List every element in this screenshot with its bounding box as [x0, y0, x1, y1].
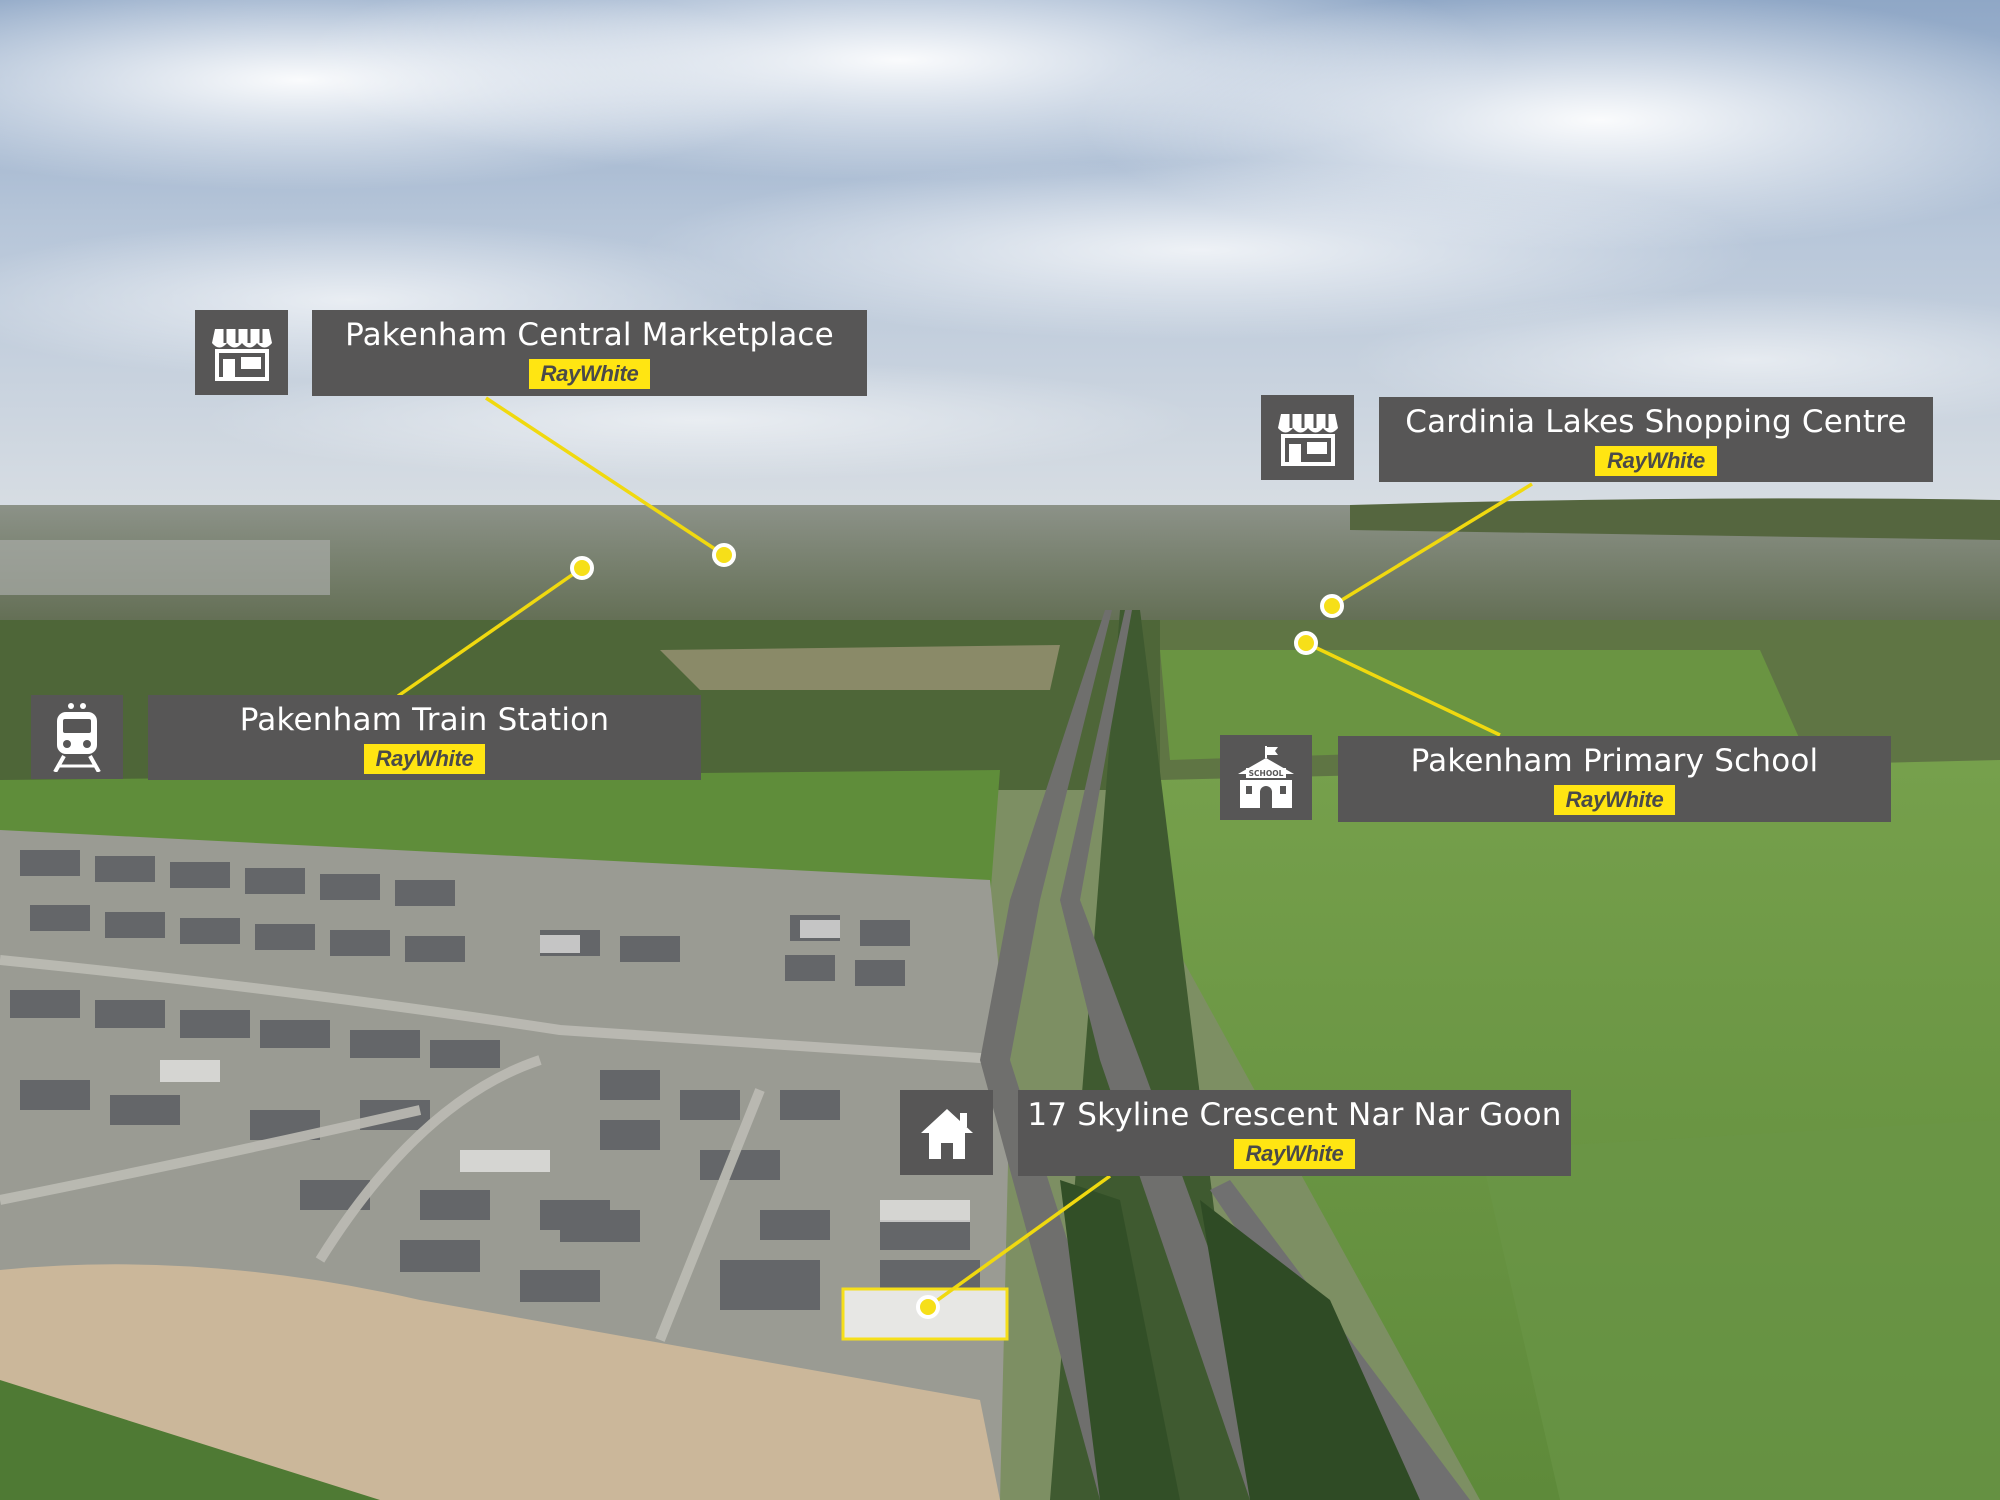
property-label: 17 Skyline Crescent Nar Nar Goon RayWhit… — [1018, 1090, 1571, 1176]
train-label: Pakenham Train Station RayWhite — [148, 695, 701, 780]
house-icon — [920, 1108, 973, 1159]
marketplace-icon-box — [195, 310, 288, 395]
property-icon-box — [900, 1090, 993, 1175]
marketplace-pin-dot — [712, 543, 736, 567]
cardinia-icon-box — [1261, 395, 1354, 480]
raywhite-logo: RayWhite — [1553, 785, 1676, 815]
property-pin-dot — [916, 1295, 940, 1319]
school-icon-box: SCHOOL — [1220, 735, 1312, 820]
school-pin-line — [1305, 641, 1501, 737]
train-icon-box — [31, 695, 123, 779]
train-pin-dot — [570, 556, 594, 580]
property-title: 17 Skyline Crescent Nar Nar Goon — [1027, 1097, 1562, 1133]
cardinia-label: Cardinia Lakes Shopping Centre RayWhite — [1379, 397, 1933, 482]
marketplace-title: Pakenham Central Marketplace — [345, 317, 834, 353]
raywhite-logo: RayWhite — [1595, 445, 1717, 476]
property-pin-line — [926, 1174, 1112, 1309]
raywhite-logo: RayWhite — [363, 743, 486, 774]
raywhite-logo: RayWhite — [1233, 1139, 1356, 1169]
train-title: Pakenham Train Station — [239, 701, 610, 738]
store-icon — [211, 328, 272, 381]
school-label: Pakenham Primary School RayWhite — [1338, 736, 1891, 822]
train-icon — [53, 703, 101, 772]
school-pin-dot — [1294, 631, 1318, 655]
marketplace-pin-line — [485, 396, 725, 557]
train-pin-line — [397, 566, 583, 698]
school-icon-text: SCHOOL — [1249, 769, 1284, 778]
school-icon: SCHOOL — [1238, 745, 1294, 808]
cardinia-pin-line — [1331, 482, 1533, 608]
school-title: Pakenham Primary School — [1410, 743, 1819, 779]
cardinia-pin-dot — [1320, 594, 1344, 618]
raywhite-logo: RayWhite — [528, 359, 651, 389]
marketplace-label: Pakenham Central Marketplace RayWhite — [312, 310, 867, 396]
store-icon — [1277, 413, 1338, 466]
cardinia-title: Cardinia Lakes Shopping Centre — [1405, 403, 1907, 440]
